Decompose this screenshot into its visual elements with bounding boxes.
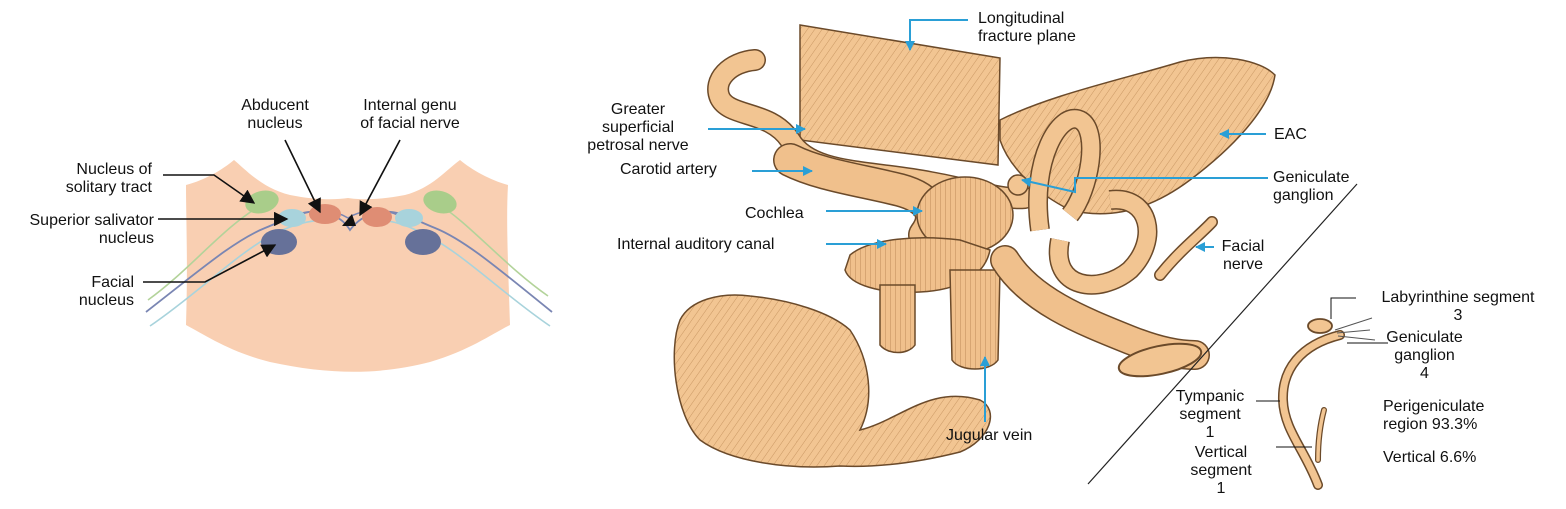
label-geniculate-ganglion: Geniculate ganglion xyxy=(1273,169,1350,204)
facial-nucleus-left xyxy=(261,229,297,255)
mastoid-mass xyxy=(673,294,991,468)
pointer-abducent xyxy=(284,139,321,214)
segment-nerve-fill xyxy=(1279,331,1344,489)
facial-nerve-distal-fill xyxy=(1155,217,1217,280)
label-cochlea: Cochlea xyxy=(745,205,804,222)
label-internal-genu: Internal genu of facial nerve xyxy=(360,97,460,132)
vein-column xyxy=(879,284,916,354)
label-vertical-percentage: Vertical 6.6% xyxy=(1383,449,1477,466)
label-labyrinthine-segment: Labyrinthine segment 3 xyxy=(1381,289,1535,324)
facial-nucleus-right xyxy=(405,229,441,255)
label-superior-salivator-nucleus: Superior salivator nucleus xyxy=(29,212,155,247)
geniculate-ganglion-knot xyxy=(1007,174,1029,196)
jugular-vein-column xyxy=(949,269,1001,370)
pointer-genu-marker xyxy=(342,214,356,226)
label-internal-auditory-canal: Internal auditory canal xyxy=(617,236,775,253)
arrow-geniculate xyxy=(1021,177,1268,194)
pointer-labyrinthine xyxy=(1330,297,1356,319)
segment-inset xyxy=(1087,183,1388,490)
label-facial-nucleus: Facial nucleus xyxy=(78,274,134,309)
pointer-facial-nucleus xyxy=(143,244,277,283)
superior-salivatory-nucleus-right xyxy=(395,209,423,227)
label-perigeniculate-region: Perigeniculate region 93.3% xyxy=(1383,398,1485,433)
label-eac: EAC xyxy=(1274,126,1307,143)
label-jugular-vein: Jugular vein xyxy=(946,427,1033,444)
label-segment-geniculate-ganglion: Geniculate ganglion 4 xyxy=(1386,329,1463,382)
brainstem-section xyxy=(143,139,553,372)
superior-salivatory-nucleus-left xyxy=(278,209,306,227)
abducent-nucleus-left xyxy=(309,204,341,224)
nucleus-solitary-tract-right xyxy=(423,190,457,214)
label-vertical-segment: Vertical segment 1 xyxy=(1190,444,1252,497)
label-carotid-artery: Carotid artery xyxy=(620,161,717,178)
segment-fibers xyxy=(1334,317,1376,341)
arrow-fracture-plane xyxy=(905,19,968,51)
facial-canal-opening xyxy=(1117,342,1203,378)
label-longitudinal-fracture-plane: Longitudinal fracture plane xyxy=(978,10,1076,45)
temporal-bone-illustration xyxy=(673,19,1276,468)
fracture-plane-slab xyxy=(799,24,1001,166)
pointer-internal-genu xyxy=(359,139,401,217)
label-facial-nerve: Facial nerve xyxy=(1221,238,1265,273)
semicircular-canal-fill xyxy=(1029,110,1100,232)
eac-gutter xyxy=(999,56,1276,215)
label-abducent-nucleus: Abducent nucleus xyxy=(241,97,309,132)
abducent-nucleus-right xyxy=(362,207,392,227)
inset-divider-line xyxy=(1087,183,1358,485)
label-tympanic-segment: Tympanic segment 1 xyxy=(1175,388,1245,441)
segment-branch-fill xyxy=(1316,408,1326,462)
label-nucleus-solitary-tract: Nucleus of solitary tract xyxy=(65,161,152,196)
fiber-tract xyxy=(145,210,553,313)
label-greater-superficial-petrosal-nerve: Greater superficial petrosal nerve xyxy=(587,101,689,154)
pons-cross-section xyxy=(186,160,510,372)
segment-loop xyxy=(1307,318,1333,334)
semicircular-canal-fill xyxy=(1050,191,1156,294)
pointer-solitary xyxy=(163,174,256,204)
